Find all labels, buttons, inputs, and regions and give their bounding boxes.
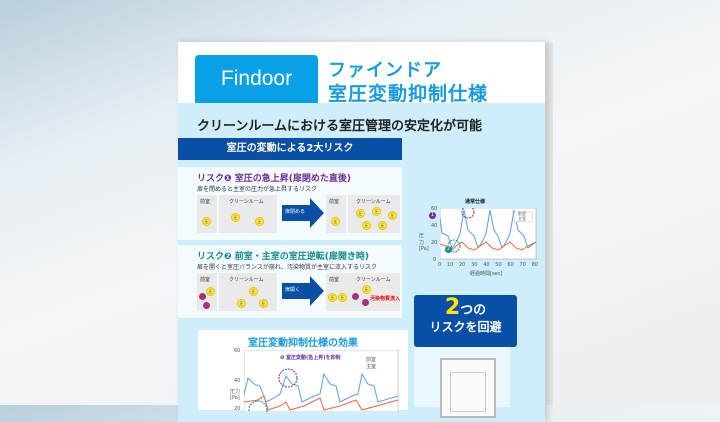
door-illustration: [440, 358, 496, 418]
title-line2: 室圧変動抑制仕様: [328, 83, 489, 105]
arrow-icon: [282, 198, 324, 228]
findoor-logo: Findoor: [195, 55, 318, 103]
page-edge: [545, 42, 553, 405]
effect-annotation: ❶ 室圧変動(急上昇)を抑制: [280, 355, 341, 361]
effect-chart-plot: [244, 350, 399, 412]
effect-panel: 室圧変動抑制仕様の効果 60 40 20 圧力[Pa] ❶ 室圧変動(急上昇)を…: [198, 330, 408, 412]
anteroom-before: 前室圧: [197, 195, 217, 233]
risk2-panel: リスク❷ 前室・主室の室圧逆転(扉開き時) 扉を開くと室圧バランスが崩れ、汚染物…: [178, 245, 402, 318]
title-line1: ファインドア: [328, 60, 442, 81]
risk2-heading: リスク❷ 前室・主室の室圧逆転(扉開き時): [197, 252, 369, 262]
two-risks-callout: 2つの リスクを回避: [414, 295, 517, 354]
contamination-label: 汚染物質流入: [370, 296, 401, 302]
normal-chart-plot: [440, 208, 537, 260]
risk1-panel: リスク❶ 室圧の急上昇(扉閉めた直後) 扉を閉めると主室の圧力が急上昇するリスク…: [178, 167, 402, 240]
arrow-icon: [282, 276, 324, 306]
section-band: 室圧の変動による2大リスク: [178, 138, 402, 160]
anteroom-before: 前室圧: [197, 273, 217, 311]
risk2-description: 扉を開くと室圧バランスが崩れ、汚染物質が主室に流入するリスク: [197, 264, 377, 271]
risk1-heading: リスク❶ 室圧の急上昇(扉閉めた直後): [197, 174, 351, 184]
subtitle: クリーンルームにおける室圧管理の安定化が可能: [197, 119, 482, 134]
brochure-page: Findoor ファインドア 室圧変動抑制仕様 クリーンルームにおける室圧管理の…: [178, 42, 545, 422]
effect-title: 室圧変動抑制仕様の効果: [248, 338, 358, 349]
rooms-after: 前室クリーンルーム圧圧圧汚染物質流入: [326, 273, 400, 311]
anteroom-after: 前室圧: [326, 195, 346, 233]
header: Findoor ファインドア 室圧変動抑制仕様: [178, 42, 545, 105]
cleanroom-before: クリーンルーム圧圧: [219, 195, 277, 233]
cleanroom-after: クリーンルーム圧圧圧圧圧: [348, 195, 400, 233]
cleanroom-before: クリーンルーム圧圧圧: [219, 273, 277, 311]
risk1-description: 扉を閉めると主室の圧力が急上昇するリスク: [197, 186, 318, 193]
